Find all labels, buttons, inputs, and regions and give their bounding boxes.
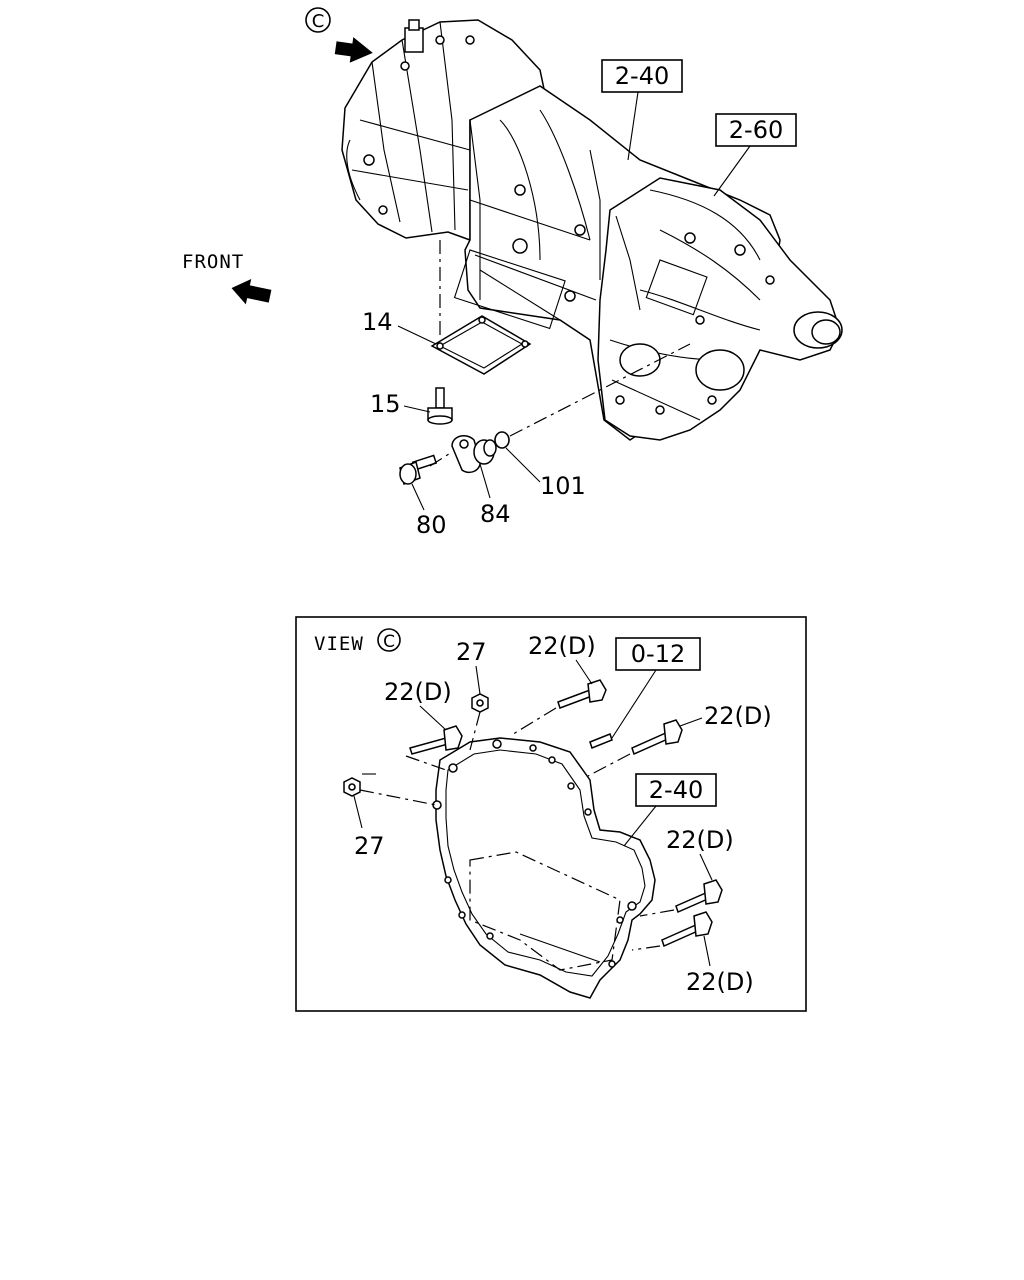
speed-sensor-84 [451,435,497,474]
front-arrow-icon [231,278,272,305]
pin-0-12 [589,733,613,749]
view-marker-c-top: C [305,7,331,33]
side-cover-plate [430,315,532,375]
callout-22d-top: 22(D) [528,632,596,685]
nut-27-upper [471,693,489,713]
callout-22d-bottom: 22(D) [686,935,754,996]
align-line-bolt80 [429,451,453,467]
align-bolt-top [509,707,557,737]
svg-text:22(D): 22(D) [666,826,734,854]
o-ring-101 [494,431,510,449]
bolt-22d-right-upper [631,719,683,756]
svg-text:27: 27 [354,832,385,860]
align-nut27-left [359,789,437,806]
callout-80: 80 [411,483,447,539]
svg-text:FRONT: FRONT [182,251,244,273]
nut-27-left [343,777,361,797]
callout-15: 15 [370,390,431,418]
svg-text:22(D): 22(D) [686,968,754,996]
align-nut27-upper [469,711,481,751]
svg-text:2-40: 2-40 [615,62,669,90]
view-direction-arrow [334,37,373,63]
callout-27-left: 27 [353,795,385,860]
svg-text:2-40: 2-40 [649,776,703,804]
callout-27-upper: 27 [456,638,487,695]
svg-text:15: 15 [370,390,401,418]
bolt-22d-top [557,679,607,709]
ref-box-2-40-bottom: 2-40 [623,773,717,847]
bolt-22d-upper-left [409,725,463,755]
ref-box-2-60: 2-60 [713,113,797,197]
svg-text:14: 14 [362,308,393,336]
svg-text:C: C [312,11,325,32]
front-indicator: FRONT [182,251,272,305]
bolt-80 [399,454,438,485]
callout-101: 101 [505,447,586,500]
view-c-panel: VIEW C [295,616,807,1012]
bolt-22d-right-mid [675,879,723,914]
svg-text:27: 27 [456,638,487,666]
svg-text:22(D): 22(D) [384,678,452,706]
view-c-frame [295,616,807,1012]
svg-text:22(D): 22(D) [528,632,596,660]
ref-box-2-40-top: 2-40 [601,59,683,161]
callout-14: 14 [362,308,437,345]
svg-text:101: 101 [540,472,586,500]
svg-text:C: C [383,632,395,652]
view-c-title: VIEW C [314,628,401,655]
ref-box-0-12: 0-12 [611,637,701,739]
svg-text:80: 80 [416,511,447,539]
svg-text:84: 84 [480,500,511,528]
callout-22d-right-upper: 22(D) [679,702,772,730]
svg-text:2-60: 2-60 [729,116,783,144]
bell-housing-face [432,737,656,999]
bolt-22d-right-low [661,911,713,948]
svg-text:VIEW: VIEW [314,633,364,655]
align-bolt-ru [587,753,631,777]
align-bolt-ul [405,755,447,771]
align-bolt-rm [639,909,675,917]
bell-housing [341,19,549,242]
svg-text:22(D): 22(D) [704,702,772,730]
align-line-sensor [509,343,691,437]
callout-84: 84 [479,463,511,528]
transfer-case [597,177,843,441]
svg-text:0-12: 0-12 [631,640,685,668]
callout-22d-right-mid: 22(D) [666,826,734,881]
bolt-15 [427,387,453,425]
callout-22d-upper-left: 22(D) [384,678,452,731]
align-bolt-rl [631,945,661,951]
transmission-assembly-view: C [182,7,843,539]
